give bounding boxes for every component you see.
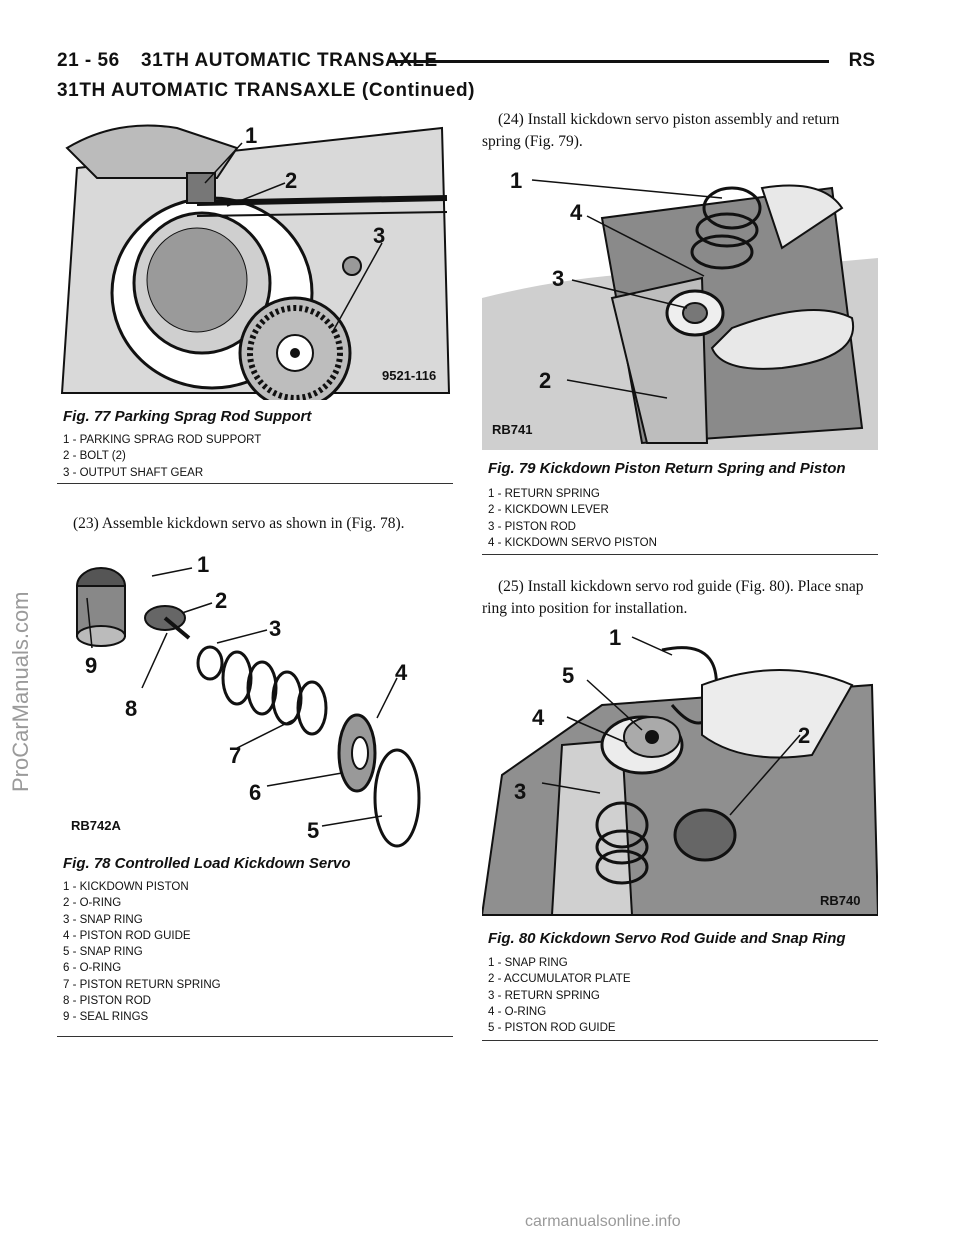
fig80-callout-5: 5: [562, 663, 574, 688]
fig80-callout-1: 1: [609, 625, 621, 650]
page-header: 21 - 56 31TH AUTOMATIC TRANSAXLE RS: [57, 50, 875, 80]
fig78-callout-9: 9: [85, 653, 97, 678]
fig77-callout-1: 1: [245, 123, 257, 148]
fig80-legend-item: 1 - SNAP RING: [488, 957, 568, 969]
fig78-callout-8: 8: [125, 696, 137, 721]
fig78-illustration: 1 2 3 4 5 6 7 8 9 RB742A: [57, 548, 453, 848]
step-23-text: (23) Assemble kickdown servo as shown in…: [73, 515, 405, 532]
fig78-legend: 1 - KICKDOWN PISTON 2 - O-RING 3 - SNAP …: [63, 879, 221, 1026]
fig78-callout-3: 3: [269, 616, 281, 641]
watermark: ProCarManuals.com: [0, 500, 40, 800]
fig79-legend-item: 4 - KICKDOWN SERVO PISTON: [488, 536, 657, 549]
fig77-legend-item: 1 - PARKING SPRAG ROD SUPPORT: [63, 434, 262, 446]
fig79-legend-item: 2 - KICKDOWN LEVER: [488, 504, 609, 517]
footer-site[interactable]: carmanualsonline.info: [525, 1213, 681, 1230]
fig78-legend-item: 9 - SEAL RINGS: [63, 1011, 149, 1024]
fig78-callout-4: 4: [395, 660, 408, 685]
fig80-legend: 1 - SNAP RING 2 - ACCUMULATOR PLATE 3 - …: [488, 955, 631, 1036]
fig77-legend-item: 2 - BOLT (2): [63, 450, 126, 463]
page-number: 21 - 56: [57, 50, 120, 71]
fig79-legend: 1 - RETURN SPRING 2 - KICKDOWN LEVER 3 -…: [488, 486, 657, 551]
fig78-legend-item: 7 - PISTON RETURN SPRING: [63, 978, 221, 991]
fig80-code: RB740: [820, 893, 860, 908]
fig79-legend-item: 1 - RETURN SPRING: [488, 488, 600, 500]
fig77-legend-item: 3 - OUTPUT SHAFT GEAR: [63, 466, 204, 479]
fig77-callout-3: 3: [373, 223, 385, 248]
fig79-caption: Fig. 79 Kickdown Piston Return Spring an…: [488, 460, 846, 477]
fig78-callout-6: 6: [249, 780, 261, 805]
fig79-callout-4: 4: [570, 200, 583, 225]
fig78-legend-item: 5 - SNAP RING: [63, 946, 143, 959]
fig80-callout-3: 3: [514, 779, 526, 804]
step-24-text: (24) Install kickdown servo piston assem…: [482, 111, 840, 150]
fig77-illustration: 1 2 3 9521-116: [57, 108, 453, 400]
fig78-legend-item: 4 - PISTON ROD GUIDE: [63, 929, 191, 942]
fig78-rule: [57, 1036, 453, 1037]
fig80-callout-4: 4: [532, 705, 545, 730]
fig77-caption: Fig. 77 Parking Sprag Rod Support: [63, 408, 312, 425]
fig79-legend-item: 3 - PISTON ROD: [488, 520, 576, 533]
step-25-text: (25) Install kickdown servo rod guide (F…: [482, 578, 864, 617]
fig80-legend-item: 4 - O-RING: [488, 1005, 547, 1018]
fig80-illustration: 1 2 3 4 5 RB740: [482, 625, 878, 917]
fig78-callout-1: 1: [197, 552, 209, 577]
fig77-callout-2: 2: [285, 168, 297, 193]
chapter-title: 31TH AUTOMATIC TRANSAXLE: [141, 50, 438, 71]
fig79-callout-3: 3: [552, 266, 564, 291]
fig78-legend-item: 6 - O-RING: [63, 962, 122, 975]
fig80-legend-item: 2 - ACCUMULATOR PLATE: [488, 973, 631, 986]
fig78-code: RB742A: [71, 818, 121, 833]
fig77-legend: 1 - PARKING SPRAG ROD SUPPORT 2 - BOLT (…: [63, 432, 261, 481]
fig78-callout-5: 5: [307, 818, 319, 843]
fig80-rule: [482, 1040, 878, 1041]
watermark-text: ProCarManuals.com: [8, 591, 33, 792]
fig78-legend-item: 2 - O-RING: [63, 897, 122, 910]
fig79-rule: [482, 554, 878, 555]
fig77-code: 9521-116: [382, 368, 436, 383]
fig78-caption: Fig. 78 Controlled Load Kickdown Servo: [63, 855, 351, 872]
fig78-callout-7: 7: [229, 743, 241, 768]
fig79-callout-2: 2: [539, 368, 551, 393]
fig80-caption: Fig. 80 Kickdown Servo Rod Guide and Sna…: [488, 930, 846, 947]
fig80-legend-item: 5 - PISTON ROD GUIDE: [488, 1022, 616, 1035]
fig79-illustration: 1 4 3 2 RB741: [482, 158, 878, 450]
header-rule: [389, 60, 829, 63]
fig78-legend-item: 3 - SNAP RING: [63, 913, 143, 926]
fig77-rule: [57, 483, 453, 484]
fig79-callout-1: 1: [510, 168, 522, 193]
fig78-legend-item: 1 - KICKDOWN PISTON: [63, 881, 189, 893]
fig78-legend-item: 8 - PISTON ROD: [63, 995, 151, 1008]
section-title: 31TH AUTOMATIC TRANSAXLE (Continued): [57, 80, 476, 101]
fig80-callout-2: 2: [798, 723, 810, 748]
fig79-code: RB741: [492, 422, 532, 437]
model-code: RS: [848, 50, 875, 71]
fig78-callout-2: 2: [215, 588, 227, 613]
fig80-legend-item: 3 - RETURN SPRING: [488, 989, 600, 1002]
